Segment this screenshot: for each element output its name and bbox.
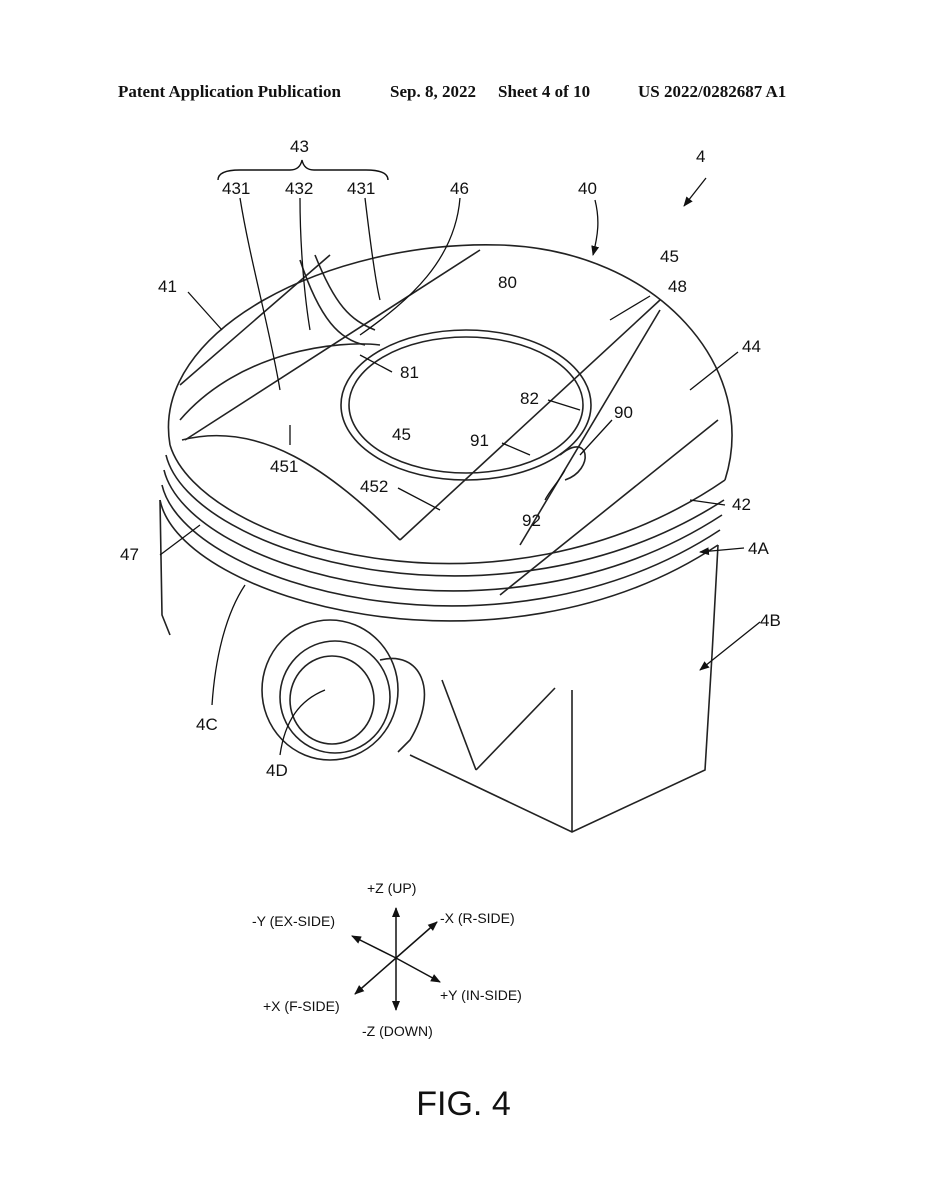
header-patent-number: US 2022/0282687 A1: [638, 82, 787, 101]
valve-recess-arc: [179, 343, 381, 421]
skirt-right-edge: [409, 544, 719, 833]
axis-label-x-f: +X (F-SIDE): [263, 998, 340, 1014]
label-45a: 45: [660, 247, 679, 266]
label-90: 90: [614, 403, 633, 422]
leader-452: [397, 487, 441, 511]
reference-numerals: 43 431 432 431 46 40 4 41 80 45 48 44 81…: [120, 137, 781, 780]
leader-432: [299, 197, 311, 331]
leader-42: [689, 499, 726, 506]
label-431a: 431: [222, 179, 250, 198]
pin-bore: [289, 655, 375, 745]
label-48: 48: [668, 277, 687, 296]
leader-lines: [159, 197, 739, 756]
label-80: 80: [498, 273, 517, 292]
axis-label-y-in: +Y (IN-SIDE): [440, 987, 522, 1003]
label-451: 451: [270, 457, 298, 476]
leader-91: [501, 442, 531, 456]
recess-431-edge: [299, 259, 366, 346]
leader-41: [187, 291, 223, 331]
axis-diagram: [351, 907, 441, 1011]
arrow-4A: [699, 547, 745, 556]
label-44: 44: [742, 337, 761, 356]
ridge-42: [499, 419, 719, 596]
arrow-4B: [699, 621, 761, 671]
label-432: 432: [285, 179, 313, 198]
leader-82: [547, 399, 581, 411]
header-sheet: Sheet 4 of 10: [498, 82, 591, 101]
leader-arrows: [591, 177, 761, 671]
axis-y-ex-arrow: [351, 935, 397, 959]
pin-boss-outer: [261, 619, 399, 761]
label-47: 47: [120, 545, 139, 564]
recess-432-edge: [314, 254, 376, 331]
cavity-80-inner: [348, 336, 584, 474]
axis-y-in-arrow: [395, 957, 441, 983]
label-41: 41: [158, 277, 177, 296]
axis-x-f-arrow: [354, 957, 397, 995]
leader-46: [359, 197, 461, 336]
arrow-40: [591, 199, 600, 256]
ring-groove-3: [161, 484, 721, 607]
leader-48: [609, 295, 651, 321]
ring-groove-1: [165, 454, 725, 577]
leader-431b: [364, 197, 381, 301]
crown-outline-top: [167, 244, 733, 481]
axis-labels: +Z (UP) -Y (EX-SIDE) -X (R-SIDE) +X (F-S…: [252, 880, 522, 1039]
piston-body: [159, 244, 733, 833]
brace-43: [217, 159, 389, 181]
pin-boss-ring: [279, 640, 391, 754]
label-4D: 4D: [266, 761, 288, 780]
leader-92: [544, 469, 566, 501]
spark-recess-90: [559, 446, 586, 481]
header-publication-label: Patent Application Publication: [118, 82, 341, 101]
leader-81: [359, 354, 393, 373]
pin-boss-flange: [379, 657, 426, 753]
ridge-452: [399, 299, 661, 541]
ridge-48: [519, 309, 661, 546]
skirt-left-edge: [159, 499, 171, 636]
label-82: 82: [520, 389, 539, 408]
figure-title: FIG. 4: [416, 1085, 511, 1123]
header-date: Sep. 8, 2022: [390, 82, 476, 101]
label-452: 452: [360, 477, 388, 496]
leader-431a: [239, 197, 281, 391]
axis-x-r-arrow: [395, 921, 438, 959]
leader-90: [579, 419, 613, 456]
label-92: 92: [522, 511, 541, 530]
axis-label-z-down: -Z (DOWN): [362, 1023, 433, 1039]
leader-47: [159, 524, 201, 556]
label-4B: 4B: [760, 611, 781, 630]
label-40: 40: [578, 179, 597, 198]
leader-4D: [279, 689, 326, 756]
crown-outline-bottom: [169, 444, 726, 565]
axis-label-x-r: -X (R-SIDE): [440, 910, 515, 926]
label-42: 42: [732, 495, 751, 514]
label-91: 91: [470, 431, 489, 450]
ring-groove-lower: [159, 499, 719, 622]
label-431b: 431: [347, 179, 375, 198]
exhaust-slope-edge-1: [179, 254, 331, 386]
label-46: 46: [450, 179, 469, 198]
leader-4C: [211, 584, 246, 706]
arrow-4: [683, 177, 707, 207]
label-43: 43: [290, 137, 309, 156]
squish-edge-47: [181, 434, 401, 541]
label-4A: 4A: [748, 539, 769, 558]
cavity-80-outer: [340, 329, 592, 481]
axis-label-z-up: +Z (UP): [367, 880, 416, 896]
skirt-strut-line: [441, 679, 477, 771]
label-4C: 4C: [196, 715, 218, 734]
label-45b: 45: [392, 425, 411, 444]
ring-groove-2: [163, 469, 723, 592]
leader-44: [689, 351, 739, 391]
label-4: 4: [696, 147, 705, 166]
axis-label-y-ex: -Y (EX-SIDE): [252, 913, 335, 929]
skirt-diagonal-line: [475, 687, 556, 771]
label-81: 81: [400, 363, 419, 382]
